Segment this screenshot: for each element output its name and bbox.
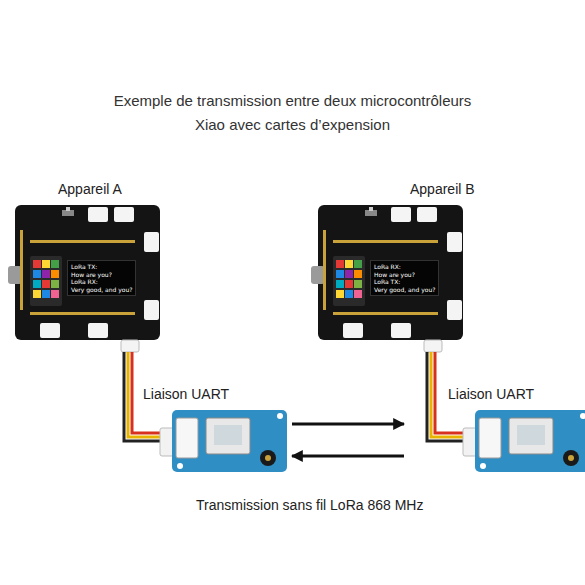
screen-line: LoRa RX: [71,278,132,286]
board-b-picture [311,205,463,340]
board-a-picture [8,205,160,340]
annotation: Liaison UART [448,386,534,402]
title-text: Exemple de transmission entre deux micro… [98,89,488,137]
radio-arrow [292,455,404,458]
title: Exemple de transmission entre deux micro… [0,89,585,137]
screen-line: Very good, and you? [71,286,132,294]
oled-screen: LoRa TX:How are you?LoRa RX:Very good, a… [67,260,136,296]
lora-module-b [463,410,585,472]
cable-plug [121,340,139,352]
annotation: Transmission sans fil LoRa 868 MHz [196,497,423,513]
device-heading: Appareil B [410,181,475,197]
cable-plug [424,340,442,352]
screen-line: LoRa TX: [71,263,132,271]
device-heading: Appareil A [58,181,122,197]
screen-line: Very good, and you? [374,286,435,294]
oled-screen: LoRa RX:How are you?LoRa TX:Very good, a… [370,260,439,296]
board: Appareil ALoRa TX:How are you?LoRa RX:Ve… [15,205,160,340]
screen-line: LoRa TX: [374,278,435,286]
screen-line: How are you? [374,271,435,279]
lora-module-a [160,410,287,472]
screen-line: LoRa RX: [374,263,435,271]
screen-line: How are you? [71,271,132,279]
board: Appareil BLoRa RX:How are you?LoRa TX:Ve… [318,205,463,340]
annotation: Liaison UART [143,386,229,402]
radio-arrow [292,423,404,426]
